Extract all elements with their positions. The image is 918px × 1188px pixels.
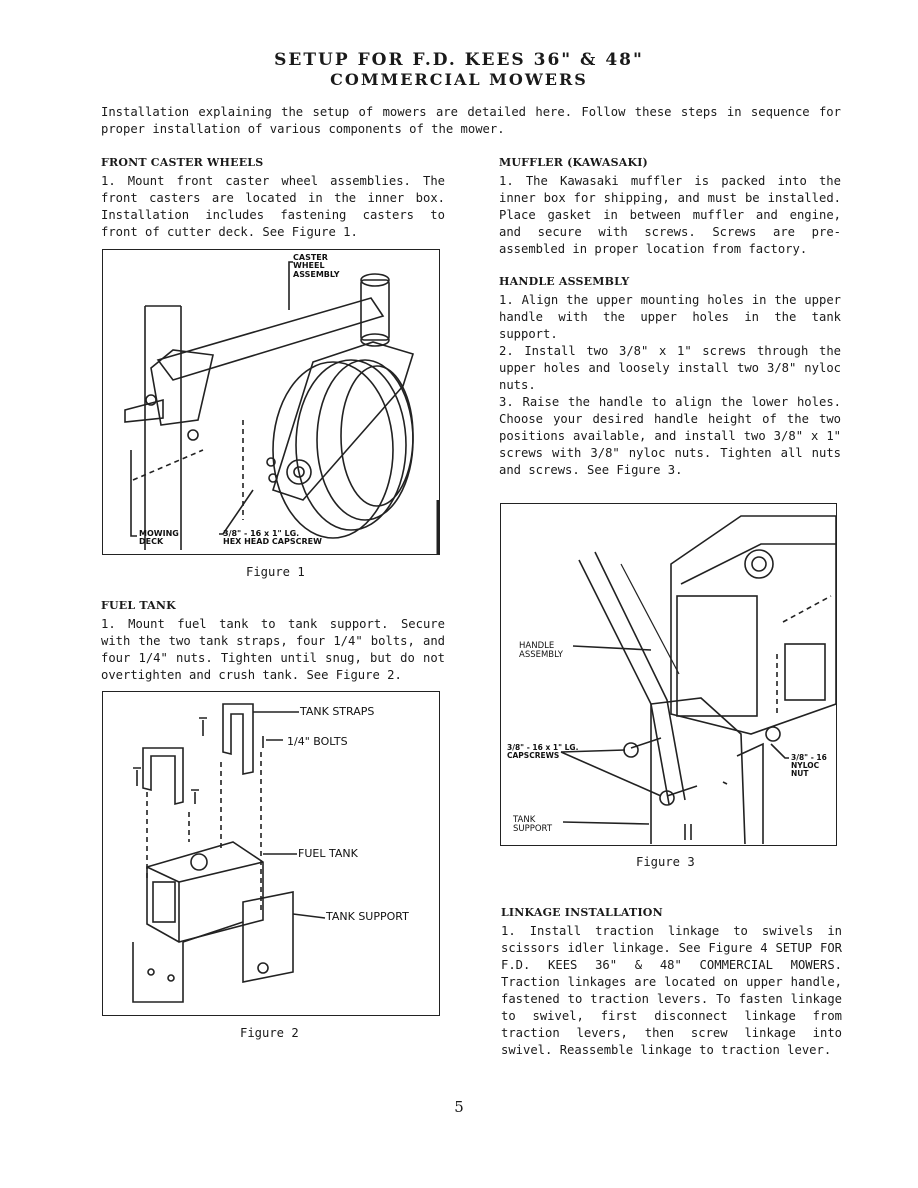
page-number: 5 bbox=[454, 1098, 464, 1116]
handle-step-2: 2. Install two 3/8" x 1" screws through … bbox=[499, 344, 841, 392]
deck-label-line1: MOWING bbox=[139, 529, 179, 538]
capscrews-label-line2: CAPSCREWS bbox=[507, 750, 560, 760]
handle-heading: HANDLE ASSEMBLY bbox=[499, 275, 630, 288]
handle-step-3: 3. Raise the handle to align the lower h… bbox=[499, 395, 841, 477]
figure-2-fuel-tank-diagram: TANK STRAPS 1/4" BOLTS FUEL TANK TANK SU… bbox=[102, 691, 440, 1016]
capscrew-label-line1: 3/8" - 16 x 1" LG. bbox=[223, 529, 300, 538]
handle-step-1: 1. Align the upper mounting holes in the… bbox=[499, 293, 841, 341]
figure-1-caster-diagram: CASTER WHEEL ASSEMBLY MOWING DECK 3/8" -… bbox=[102, 249, 440, 555]
handle-assembly-illustration bbox=[560, 515, 836, 845]
page-title: SETUP FOR F.D. KEES 36" & 48" bbox=[274, 50, 644, 70]
fuel-tank-step-1: 1. Mount fuel tank to tank support. Secu… bbox=[101, 617, 445, 682]
page-subtitle: COMMERCIAL MOWERS bbox=[330, 70, 588, 89]
linkage-heading: LINKAGE INSTALLATION bbox=[501, 906, 663, 919]
figure-3-handle-diagram: HANDLE ASSEMBLY 3/8" - 16 x 1" LG. CAPSC… bbox=[500, 503, 837, 846]
muffler-step-1: 1. The Kawasaki muffler is packed into t… bbox=[499, 174, 841, 256]
caster-label-line2: WHEEL bbox=[293, 261, 325, 271]
nyloc-label-line3: NUT bbox=[791, 768, 809, 778]
linkage-step-1: 1. Install traction linkage to swivels i… bbox=[501, 924, 842, 1057]
handle-label-line1: HANDLE bbox=[519, 641, 555, 651]
muffler-heading: MUFFLER (KAWASAKI) bbox=[499, 156, 648, 169]
tank-support-label-line1: TANK bbox=[513, 815, 536, 825]
fuel-tank-illustration bbox=[132, 703, 326, 1003]
tank-support-label: TANK SUPPORT bbox=[326, 910, 409, 923]
handle-label-line2: ASSEMBLY bbox=[519, 649, 563, 660]
fuel-tank-label: FUEL TANK bbox=[298, 847, 358, 860]
figure-1-caption: Figure 1 bbox=[246, 565, 305, 579]
nyloc-label-line1: 3/8" - 16 bbox=[791, 753, 827, 762]
fuel-tank-heading: FUEL TANK bbox=[101, 599, 176, 612]
capscrew-label-line2: HEX HEAD CAPSCREW bbox=[223, 537, 322, 547]
figure-2-caption: Figure 2 bbox=[240, 1026, 299, 1040]
nyloc-label-line2: NYLOC bbox=[791, 760, 820, 770]
caster-wheel-illustration bbox=[124, 261, 439, 554]
tank-straps-label: TANK STRAPS bbox=[300, 705, 375, 718]
caster-label-line3: ASSEMBLY bbox=[293, 269, 340, 279]
deck-label-line2: DECK bbox=[139, 537, 164, 547]
front-caster-step-1: 1. Mount front caster wheel assemblies. … bbox=[101, 174, 445, 239]
front-caster-heading: FRONT CASTER WHEELS bbox=[101, 156, 264, 169]
intro-paragraph: Installation explaining the setup of mow… bbox=[101, 105, 841, 136]
figure-3-caption: Figure 3 bbox=[636, 855, 695, 869]
caster-label-line1: CASTER bbox=[293, 253, 328, 262]
capscrews-label-line1: 3/8" - 16 x 1" LG. bbox=[507, 743, 579, 752]
bolts-label: 1/4" BOLTS bbox=[287, 735, 348, 748]
tank-support-label-line2: SUPPORT bbox=[513, 823, 553, 834]
